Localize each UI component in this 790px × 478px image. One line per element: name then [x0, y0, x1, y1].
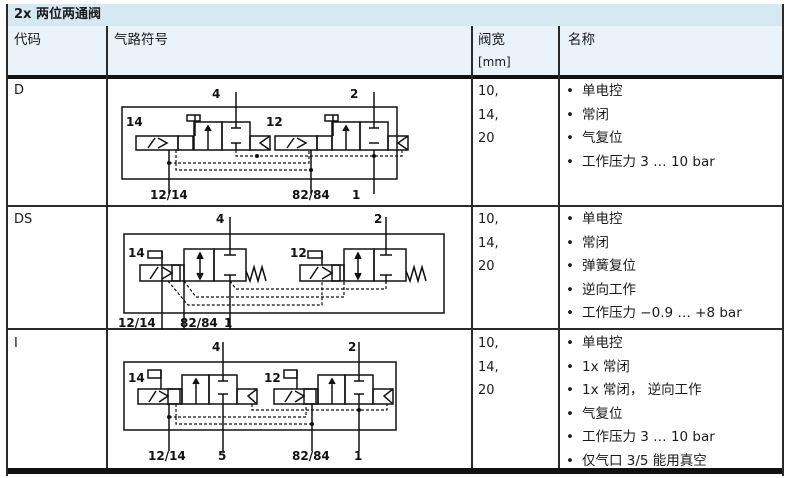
- port-label-12-14: 12/14: [118, 316, 156, 329]
- size-value: 20: [478, 131, 495, 146]
- header-name: 名称: [568, 32, 595, 48]
- size-value: 20: [478, 383, 495, 398]
- row-divider: [8, 328, 782, 330]
- port-label-12: 12: [266, 115, 283, 129]
- size-value: 14,: [478, 107, 499, 123]
- header-width: 阀宽: [478, 32, 505, 48]
- port-label-2: 2: [374, 212, 382, 226]
- feature-list: 单电控 常闭 弹簧复位 逆向工作 工作压力 −0.9 … +8 bar: [566, 208, 742, 326]
- feature-item: 工作压力 3 … 10 bar: [566, 151, 715, 175]
- port-label-82-84: 82/84: [180, 316, 218, 329]
- feature-item: 单电控: [566, 332, 715, 356]
- size-value: 10,: [478, 212, 499, 227]
- port-label-5: 5: [218, 449, 226, 463]
- header-width-unit: [mm]: [478, 55, 511, 69]
- size-value: 14,: [478, 359, 499, 375]
- port-label-4: 4: [212, 87, 220, 101]
- size-value: 20: [478, 259, 495, 274]
- port-label-1: 1: [224, 316, 232, 329]
- port-label-82-84: 82/84: [292, 188, 330, 202]
- feature-item: 常闭: [566, 232, 742, 256]
- header-code: 代码: [14, 32, 41, 48]
- feature-item: 1x 常闭， 逆向工作: [566, 379, 715, 403]
- header-rule: [8, 75, 782, 79]
- feature-item: 常闭: [566, 104, 715, 128]
- feature-item: 工作压力 3 … 10 bar: [566, 426, 715, 450]
- column-divider: [558, 26, 560, 468]
- port-label-12: 12: [264, 371, 281, 385]
- port-label-4: 4: [216, 212, 224, 226]
- port-label-82-84: 82/84: [292, 449, 330, 463]
- feature-item: 弹簧复位: [566, 255, 742, 279]
- size-value: 10,: [478, 84, 499, 99]
- feature-item: 气复位: [566, 127, 715, 151]
- feature-list: 单电控 1x 常闭 1x 常闭， 逆向工作 气复位 工作压力 3 … 10 ba…: [566, 332, 715, 473]
- feature-item: 单电控: [566, 80, 715, 104]
- row-code: I: [14, 336, 18, 351]
- row-code: D: [14, 83, 25, 98]
- feature-item: 单电控: [566, 208, 742, 232]
- port-label-12-14: 12/14: [148, 449, 186, 463]
- feature-list: 单电控 常闭 气复位 工作压力 3 … 10 bar: [566, 80, 715, 174]
- column-divider: [106, 26, 108, 468]
- valve-table: 2x 两位两通阀 代码 气路符号 阀宽 [mm] 名称 D 10, 14, 20…: [6, 4, 784, 476]
- port-label-1: 1: [354, 449, 362, 463]
- row-code: DS: [14, 212, 33, 227]
- row-sizes: 10, 14, 20: [478, 80, 499, 151]
- row-divider: [8, 205, 782, 207]
- table-title: 2x 两位两通阀: [8, 4, 782, 26]
- pneumatic-symbol-i: 4 2 14 12 12/14 5 82/84 1: [123, 340, 397, 463]
- table-bottom-rule: [8, 468, 782, 474]
- size-value: 10,: [478, 336, 499, 351]
- feature-item: 工作压力 −0.9 … +8 bar: [566, 302, 742, 326]
- row-sizes: 10, 14, 20: [478, 208, 499, 279]
- port-label-2: 2: [348, 340, 356, 354]
- port-label-12: 12: [290, 246, 307, 260]
- row-sizes: 10, 14, 20: [478, 332, 499, 403]
- port-label-14: 14: [128, 246, 145, 260]
- port-label-1: 1: [352, 188, 360, 202]
- symbol-frame: [123, 233, 445, 314]
- feature-item: 1x 常闭: [566, 356, 715, 380]
- port-label-12-14: 12/14: [150, 188, 188, 202]
- pneumatic-symbol-ds: 4 2 14 12 12/14 82/84 1: [118, 212, 445, 329]
- symbol-frame: [123, 361, 397, 431]
- size-value: 14,: [478, 235, 499, 251]
- pneumatic-symbol-d: 4 2 14 12 12/14 82/84 1: [121, 87, 409, 202]
- table-header-row: 代码 气路符号 阀宽 [mm] 名称: [8, 26, 782, 75]
- header-symbol: 气路符号: [114, 32, 168, 48]
- port-label-14: 14: [128, 371, 145, 385]
- feature-item: 气复位: [566, 403, 715, 427]
- column-divider: [471, 26, 473, 468]
- port-label-4: 4: [212, 340, 220, 354]
- feature-item: 仅气口 3/5 能用真空: [566, 450, 715, 474]
- port-label-2: 2: [350, 87, 358, 101]
- port-label-14: 14: [126, 115, 143, 129]
- feature-item: 逆向工作: [566, 279, 742, 303]
